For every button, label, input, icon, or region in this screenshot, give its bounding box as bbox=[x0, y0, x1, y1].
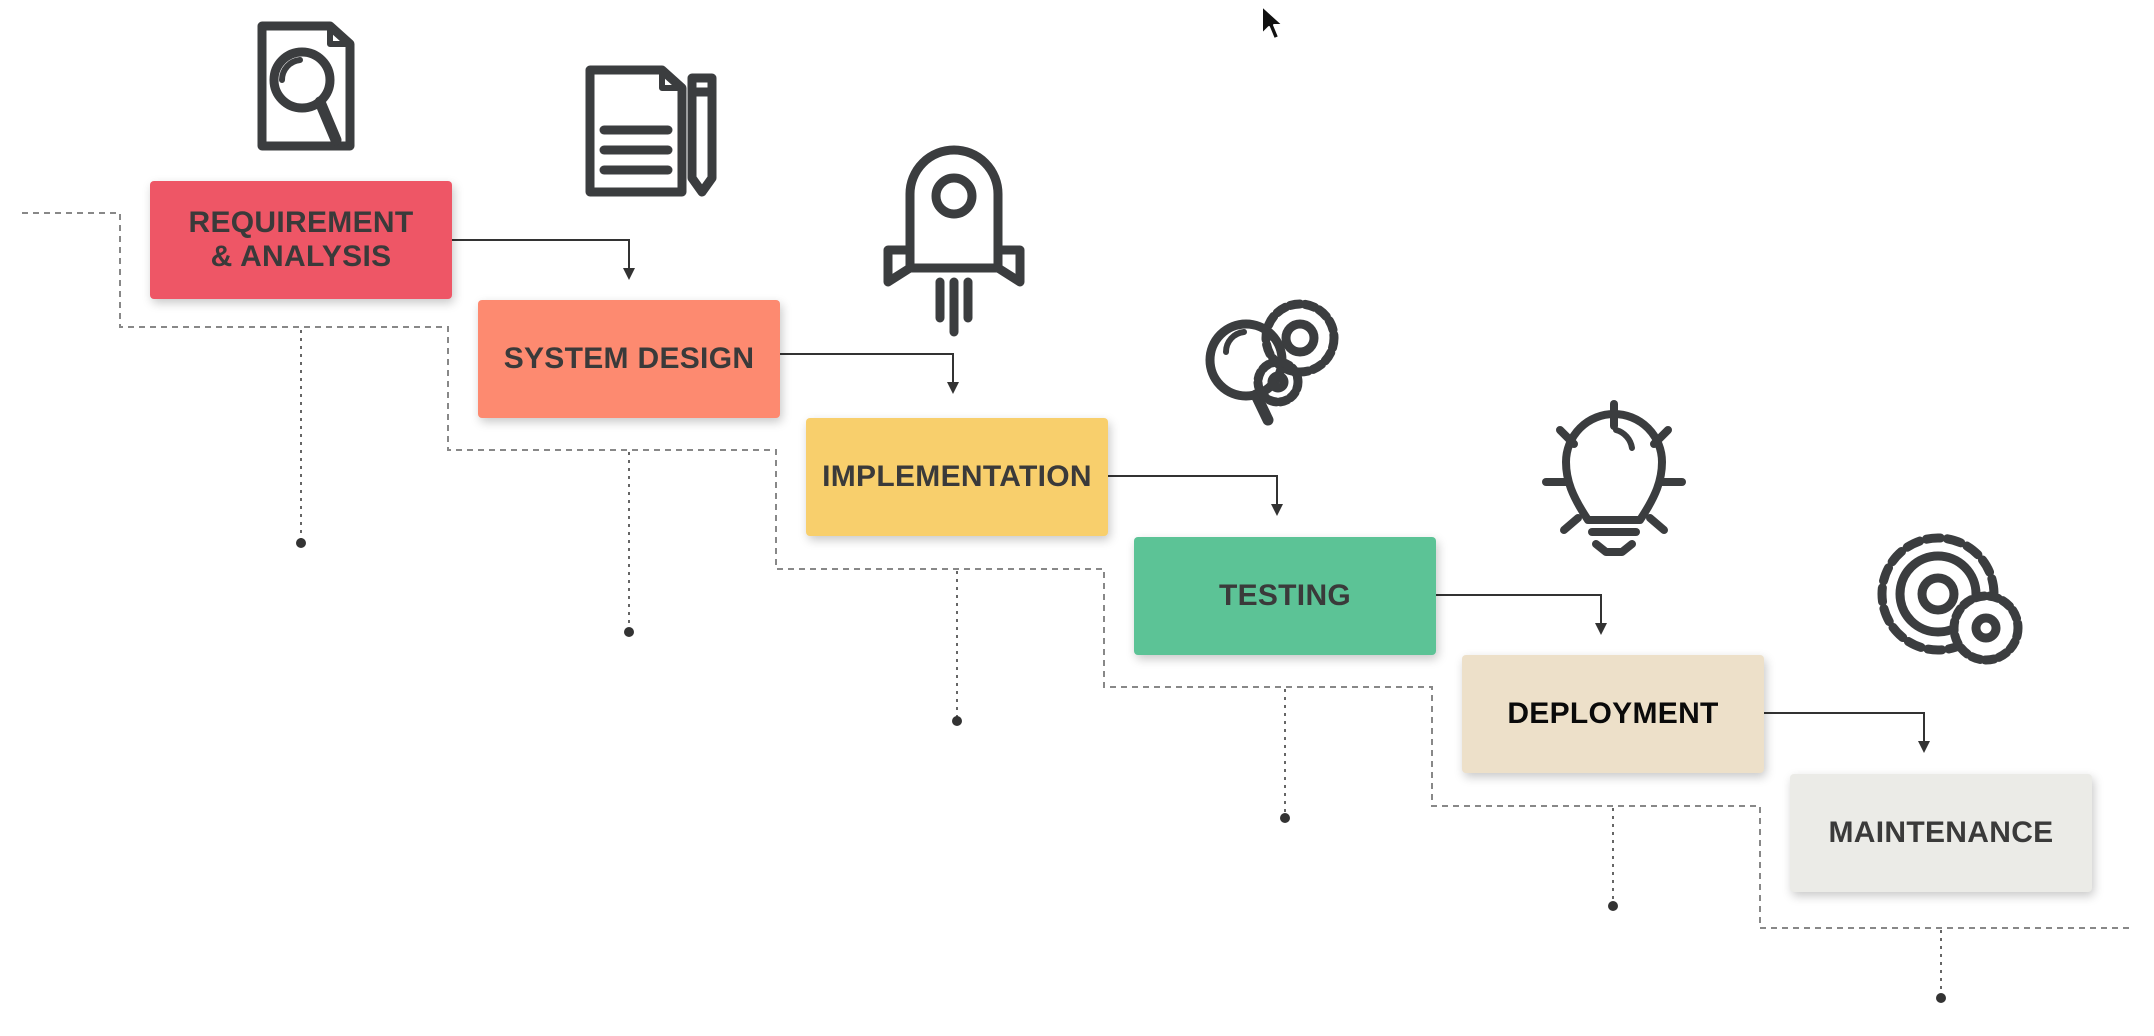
stage-label-implementation: IMPLEMENTATION bbox=[822, 460, 1092, 493]
stage-label-requirement-analysis: REQUIREMENT & ANALYSIS bbox=[188, 206, 414, 273]
arrow-head-3 bbox=[1271, 504, 1283, 516]
drop-lines bbox=[300, 330, 1942, 996]
document-search-icon bbox=[257, 21, 355, 151]
lightbulb-icon bbox=[1542, 400, 1686, 556]
arrow-head-4 bbox=[1595, 623, 1607, 635]
drop-dot-3 bbox=[952, 716, 962, 726]
drop-dots bbox=[296, 538, 1946, 1003]
gears-icon bbox=[1877, 533, 2023, 665]
stage-box-requirement-analysis: REQUIREMENT & ANALYSIS bbox=[150, 181, 452, 299]
connector-arrows bbox=[452, 239, 1925, 743]
document-pencil-icon bbox=[585, 65, 717, 197]
arrow-head-5 bbox=[1918, 741, 1930, 753]
stage-box-implementation: IMPLEMENTATION bbox=[806, 418, 1108, 536]
stage-box-testing: TESTING bbox=[1134, 537, 1436, 655]
search-gears-icon bbox=[1205, 299, 1339, 426]
staircase-dashed-outline bbox=[22, 212, 2130, 929]
mouse-cursor-icon bbox=[1261, 5, 1284, 40]
arrow-head-1 bbox=[623, 268, 635, 280]
stage-label-testing: TESTING bbox=[1218, 579, 1352, 612]
connector-arrow-2 bbox=[780, 353, 954, 384]
stage-label-maintenance: MAINTENANCE bbox=[1828, 816, 2054, 849]
rocket-icon bbox=[883, 145, 1025, 337]
drop-dot-1 bbox=[296, 538, 306, 548]
arrow-head-2 bbox=[947, 382, 959, 394]
stage-box-deployment: DEPLOYMENT bbox=[1462, 655, 1764, 773]
connector-arrow-4 bbox=[1436, 594, 1602, 625]
drop-dot-6 bbox=[1936, 993, 1946, 1003]
drop-dot-4 bbox=[1280, 813, 1290, 823]
stage-label-system-design: SYSTEM DESIGN bbox=[503, 342, 755, 375]
stage-label-deployment: DEPLOYMENT bbox=[1507, 697, 1719, 730]
connector-arrow-3 bbox=[1108, 475, 1278, 506]
drop-dot-5 bbox=[1608, 901, 1618, 911]
drop-dot-2 bbox=[624, 627, 634, 637]
stage-box-maintenance: MAINTENANCE bbox=[1790, 774, 2092, 892]
arrow-heads bbox=[623, 268, 1930, 753]
connector-arrow-1 bbox=[452, 239, 630, 270]
stage-box-system-design: SYSTEM DESIGN bbox=[478, 300, 780, 418]
connector-arrow-5 bbox=[1764, 712, 1925, 743]
